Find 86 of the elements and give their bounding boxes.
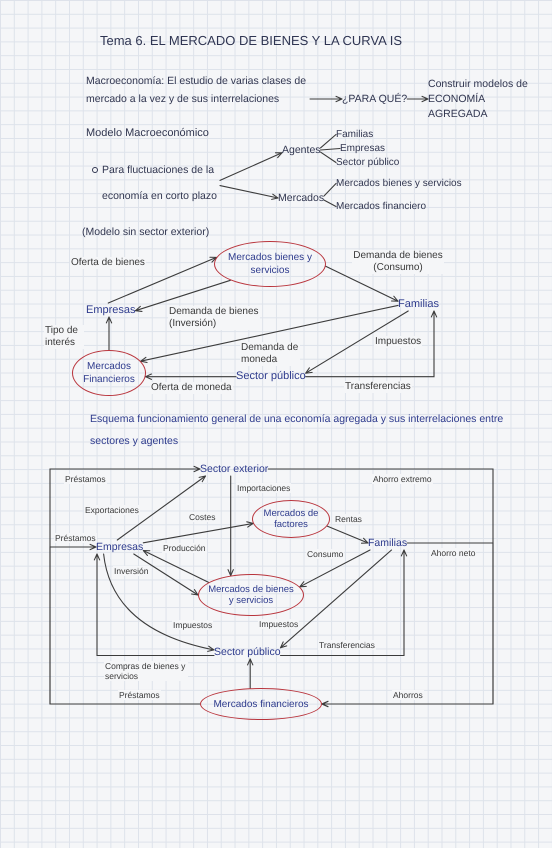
arrow xyxy=(280,549,408,656)
edge-label: Inversión xyxy=(113,566,150,576)
arrow xyxy=(305,310,409,374)
node-label: Familias xyxy=(398,297,439,311)
edge-label: Transferencias xyxy=(344,381,412,393)
arrow xyxy=(219,185,279,200)
ellipse-node xyxy=(198,574,304,616)
edge-label: Exportaciones xyxy=(84,505,140,515)
heading-text: Esquema funcionamiento general de una economía agregada y sus interrelaciones entre sectores y agentes xyxy=(90,412,504,449)
node-label: Empresas xyxy=(96,540,144,554)
arrow xyxy=(133,553,199,596)
node-label: Sector exterior xyxy=(200,462,268,476)
arrow xyxy=(406,96,429,102)
edge-label: Producción xyxy=(162,543,207,553)
node-label: Mercados financiero xyxy=(336,200,426,213)
node-label: Empresas xyxy=(86,303,136,317)
arrow xyxy=(134,280,231,312)
edge-label: Ahorro neto xyxy=(430,548,476,558)
connector-line xyxy=(320,148,341,151)
arrow xyxy=(325,266,399,302)
arrow xyxy=(309,96,343,102)
answer-text: Construir modelos de ECONOMÍA AGREGADA xyxy=(428,77,528,122)
page-title: Tema 6. EL MERCADO DE BIENES Y LA CURVA IS xyxy=(100,33,402,49)
line-label: Préstamos xyxy=(118,690,161,700)
arrow xyxy=(228,475,234,576)
node-text: Mercados de factores xyxy=(262,508,320,530)
connector-line xyxy=(320,152,337,164)
edge-label: Compras de bienes y servicios xyxy=(104,661,188,681)
ellipse-node xyxy=(214,241,326,287)
definition-text: Macroeconomía: El estudio de varias clases de mercado a la vez y de sus interrelaciones xyxy=(86,72,310,108)
arrow xyxy=(106,316,112,351)
node-label: Empresas xyxy=(340,142,386,155)
edge-label: Préstamos xyxy=(54,533,97,543)
line-label: Ahorros xyxy=(392,690,424,700)
arrow xyxy=(219,152,283,181)
arrow xyxy=(140,304,399,364)
edge-label: Consumo xyxy=(306,549,344,559)
node-label: Mercados bienes y servicios xyxy=(336,177,462,190)
node-text: Mercados financieros xyxy=(212,698,310,710)
ellipse-node xyxy=(200,688,322,720)
edge-label: Rentas xyxy=(334,514,363,524)
connector-line xyxy=(324,200,337,208)
edge-label: Costes xyxy=(188,512,216,522)
arrow xyxy=(305,310,438,378)
arrow xyxy=(280,549,392,648)
edge-label: Oferta de moneda xyxy=(150,382,233,394)
edge-label: Impuestos xyxy=(374,336,422,348)
arrow xyxy=(49,544,201,705)
arrow xyxy=(299,549,371,588)
node-label: Sector público xyxy=(214,645,281,659)
ellipse-node xyxy=(252,500,330,538)
edge-label: Impuestos xyxy=(258,619,300,629)
edge-label: Importaciones xyxy=(236,483,292,493)
arrow xyxy=(247,658,254,689)
arrow xyxy=(108,256,217,304)
note-text: (Modelo sin sector exterior) xyxy=(82,225,210,239)
arrow xyxy=(142,521,254,544)
edge-label: Demanda de bienes (Inversión) xyxy=(168,306,260,330)
edge-label: Demanda de moneda xyxy=(240,342,300,366)
edge-label: Ahorro extremo xyxy=(372,474,433,484)
node-label: Para fluctuaciones de la economía en corto plazo xyxy=(102,157,220,209)
heading-text: Modelo Macroeconómico xyxy=(86,126,209,140)
question-text: ¿PARA QUÉ? xyxy=(342,92,408,106)
edge-label: Tipo de interés xyxy=(44,325,84,349)
edge-label: Préstamos xyxy=(64,474,107,484)
arrow xyxy=(326,526,369,544)
node-text: Mercados de bienes y servicios xyxy=(208,584,294,606)
arrow xyxy=(321,542,494,708)
arrow xyxy=(142,550,210,583)
node-label: Familias xyxy=(368,536,408,550)
edge-label: Transferencias xyxy=(318,640,376,650)
node-text: Mercados bienes y servicios xyxy=(227,251,313,277)
connector-line xyxy=(324,182,337,196)
node-text: Mercados Financieros xyxy=(82,360,136,386)
edge-label: Oferta de bienes xyxy=(70,257,146,269)
arrow xyxy=(144,374,237,380)
node-label: Familias xyxy=(336,128,374,141)
ellipse-node xyxy=(72,350,146,396)
arrow xyxy=(116,475,206,541)
node-label: Sector público xyxy=(336,156,400,169)
connector-line xyxy=(320,134,337,148)
node-label: Mercados xyxy=(278,191,324,205)
node-label: Sector público xyxy=(236,369,306,383)
node-label: Agentes xyxy=(282,143,321,157)
edge-label: Impuestos xyxy=(172,620,214,630)
edge-label: Demanda de bienes (Consumo) xyxy=(352,250,444,274)
